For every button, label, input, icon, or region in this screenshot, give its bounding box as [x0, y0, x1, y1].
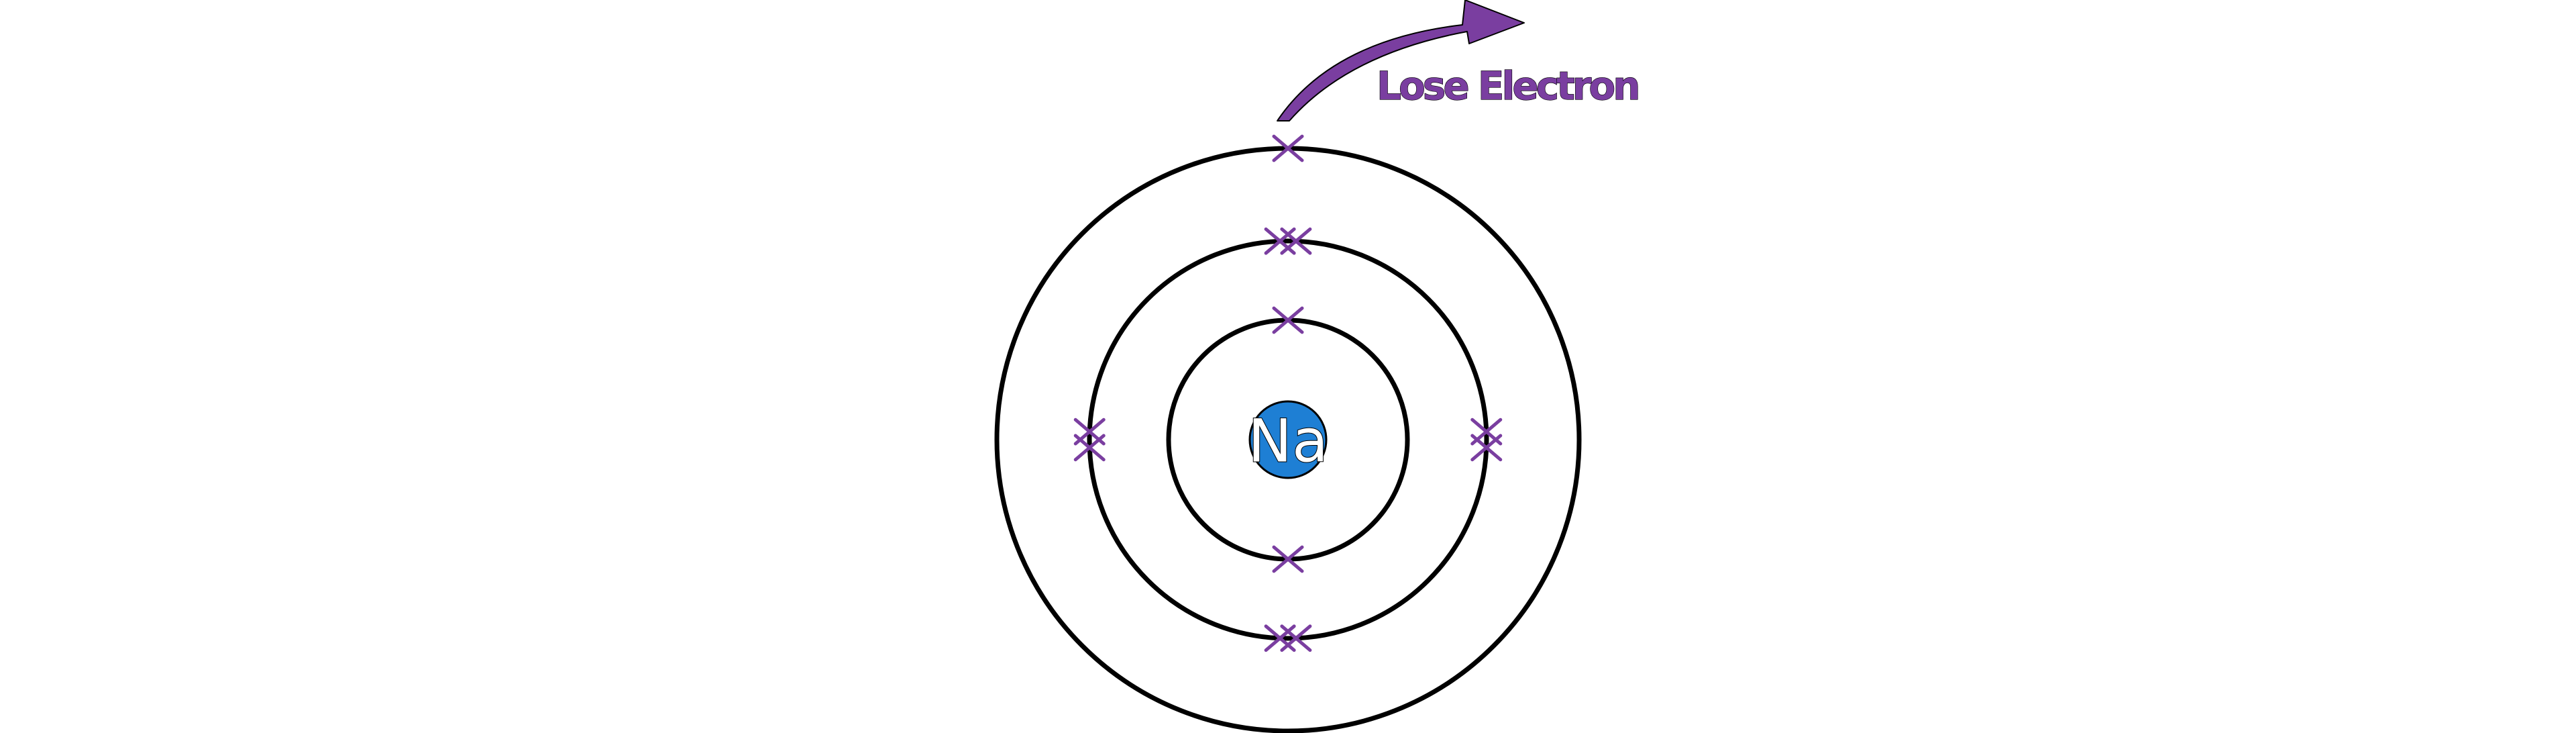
- electron-cross-icon: [1470, 434, 1503, 462]
- nucleus: Na: [1247, 400, 1329, 479]
- electron-cross-icon: [1280, 227, 1312, 255]
- curved-arrow-icon: [1277, 0, 1525, 121]
- electron-cross-icon: [1264, 624, 1296, 652]
- electron-cross-icon: [1272, 545, 1304, 573]
- nucleus-circle: [1248, 400, 1328, 479]
- electron-cross-icon: [1272, 134, 1304, 162]
- electron-cross-icon: [1280, 624, 1312, 652]
- shell-2: [1087, 238, 1489, 641]
- nucleus-symbol: Na: [1248, 407, 1328, 476]
- lose-electron-annotation: Lose Electron: [1277, 0, 1641, 121]
- lose-electron-label: Lose Electron: [1377, 63, 1638, 109]
- electron-cross-icon: [1264, 227, 1296, 255]
- electrons: [1073, 134, 1503, 652]
- electron-cross-icon: [1272, 306, 1304, 334]
- electron-cross-icon: [1073, 418, 1106, 446]
